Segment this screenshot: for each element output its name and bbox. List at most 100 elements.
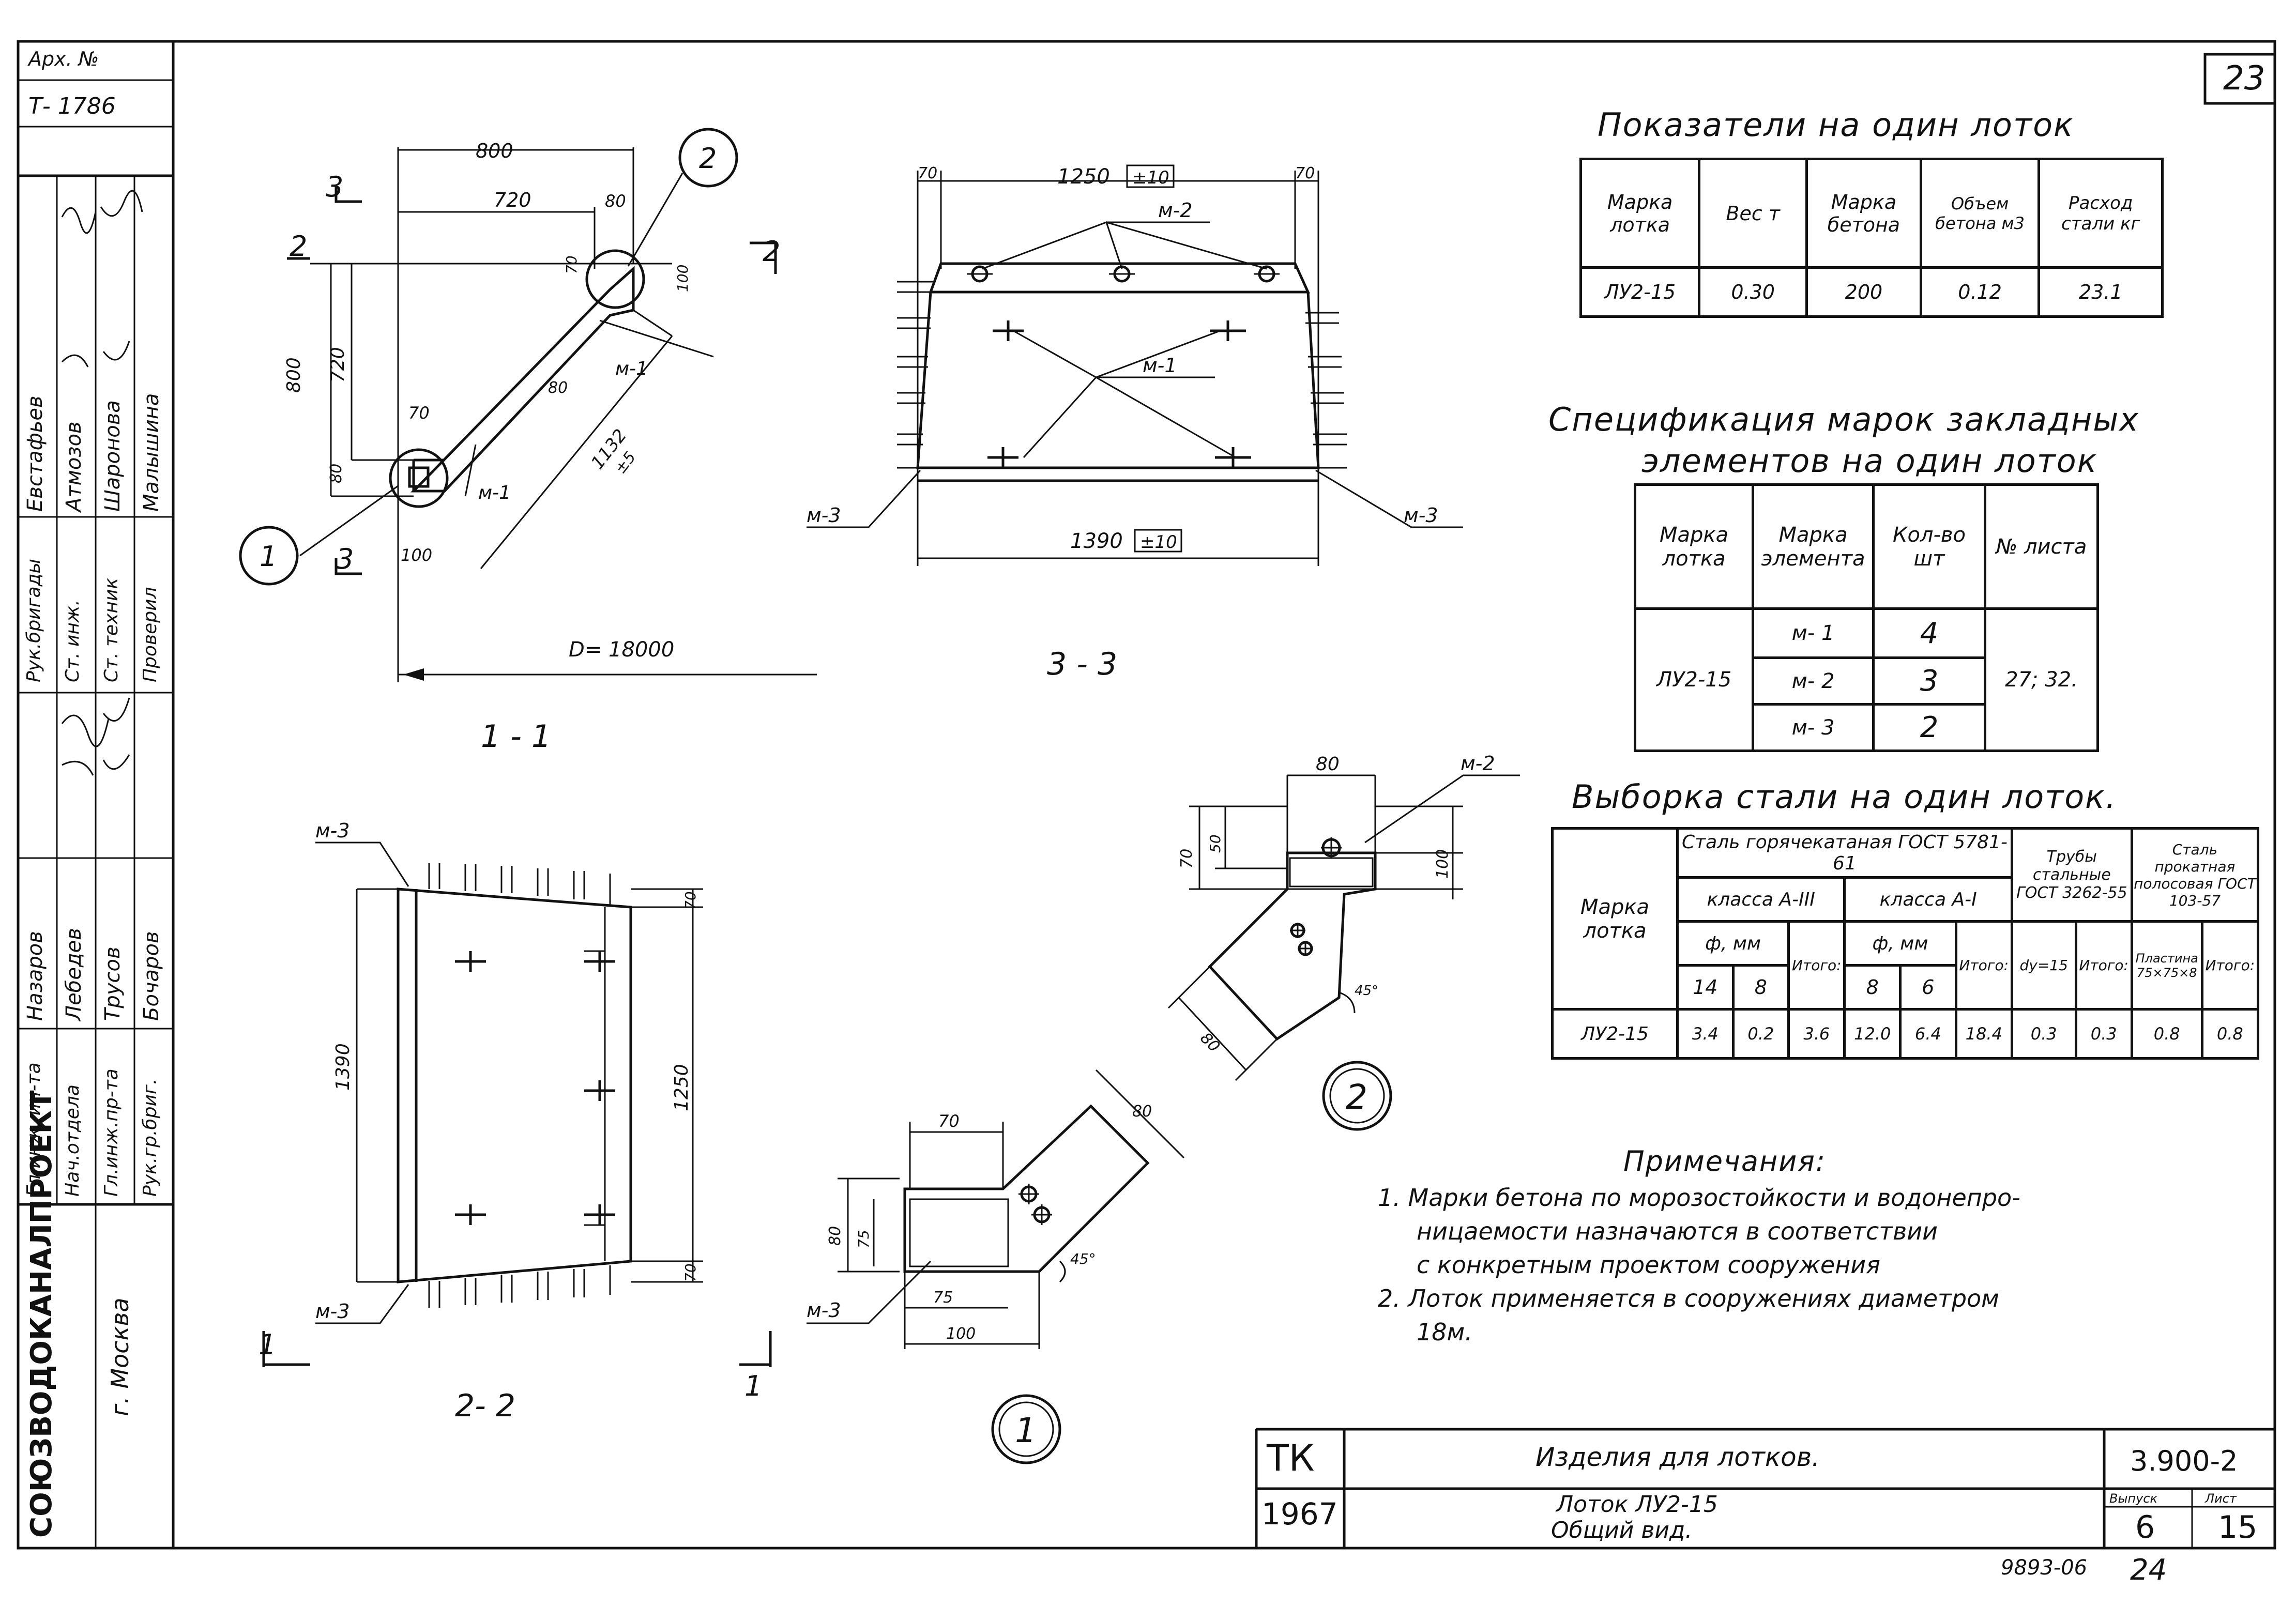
view-1-1-title: 1 - 1	[481, 718, 551, 755]
steel-h-strip: Сталь прокатная полосовая ГОСТ 103-57	[2130, 827, 2260, 923]
cut-mark-2-right: 2	[763, 235, 780, 268]
label-m1-lower: м-1	[478, 482, 511, 503]
spec-el-2: м- 2	[1752, 656, 1875, 706]
dim-800-top: 800	[476, 140, 513, 162]
dim-100-left: 100	[401, 545, 432, 565]
dim-80-d1-vert: 80	[826, 1226, 844, 1246]
dim-D: D= 18000	[569, 638, 674, 662]
dim-80-d2-diag: 80	[1196, 1029, 1223, 1056]
view-3-3-title: 3 - 3	[1047, 646, 1117, 682]
cut-mark-3-bottom: 3	[336, 543, 354, 575]
steel-v-total-1: 18.4	[1954, 1008, 2013, 1060]
dim-80-vert: 80	[327, 464, 345, 483]
sheet-number: 23	[2223, 59, 2265, 98]
spec-h-sheet: № листа	[1983, 483, 2100, 610]
label-m2-33: м-2	[1158, 199, 1193, 222]
callout-2-text: 2	[699, 142, 717, 175]
dim-80-mid: 80	[548, 379, 568, 397]
dim-70-vert: 70	[563, 255, 580, 274]
steel-h-total-strip: Итого:	[2200, 920, 2260, 1011]
detail-2-balloon	[1322, 1061, 1392, 1131]
tb-issue-label: Выпуск	[2109, 1491, 2157, 1506]
spec-sheets: 27; 32.	[1983, 607, 2100, 752]
label-m3-d1: м-3	[807, 1299, 841, 1322]
steel-h-mark: Марка лотка	[1550, 827, 1679, 1011]
callout-1-balloon	[239, 526, 299, 586]
spec-table: Марка лотка Марка элемента Кол-во шт № л…	[1633, 483, 2100, 752]
steel-size-14: 14	[1676, 964, 1735, 1011]
indicators-title: Показатели на один лоток	[1598, 106, 2074, 144]
steel-mark: ЛУ2-15	[1550, 1008, 1679, 1060]
label-m1-upper: м-1	[615, 358, 648, 379]
dim-100-vert: 100	[674, 265, 691, 292]
spec-qty-3: 2	[1872, 703, 1986, 752]
steel-h-phi-3: ф, мм	[1676, 920, 1790, 967]
name-8: Малышина	[140, 393, 163, 512]
spec-h-qty: Кол-во шт	[1872, 483, 1986, 610]
steel-v-14: 3.4	[1676, 1008, 1735, 1060]
steel-h-plate: Пластина 75×75×8	[2130, 920, 2203, 1011]
dim-1390: 1390	[1070, 529, 1123, 553]
steel-h-class3: класса А-III	[1676, 876, 1846, 923]
sheet-number-box	[2203, 53, 2276, 105]
tb-issue: 6	[2135, 1509, 2155, 1546]
ind-h-mark: Марка лотка	[1579, 158, 1701, 269]
steel-table: Марка лотка Сталь горячекатаная ГОСТ 578…	[1550, 827, 2260, 1060]
indicators-table: Марка лотка Вес т Марка бетона Объем бет…	[1579, 158, 2164, 318]
dim-70-top-22: 70	[682, 891, 699, 910]
role-5: Рук.бригады	[23, 559, 44, 682]
steel-size-8b: 8	[1843, 964, 1902, 1011]
steel-v-8: 0.2	[1731, 1008, 1790, 1060]
cut-mark-3-top: 3	[326, 171, 343, 203]
dim-1250: 1250	[1057, 165, 1110, 189]
name-5: Евстафьев	[23, 395, 47, 512]
tb-name2: Лоток ЛУ2-15	[1556, 1491, 1718, 1518]
spec-qty-1: 4	[1872, 607, 1986, 659]
name-4: Бочаров	[140, 931, 163, 1021]
role-3: Гл.инж.пр-та	[101, 1068, 122, 1197]
dim-75-d1: 75	[933, 1289, 953, 1307]
dim-1250-vert: 1250	[671, 1064, 692, 1111]
role-7: Ст. техник	[101, 577, 122, 682]
view-2-2: м-3 м-3 1 1 2- 2 1390 1250 70 70	[259, 819, 772, 1424]
detail-2-callout: 2	[1346, 1077, 1367, 1117]
dim-70-left: 70	[408, 403, 430, 423]
spec-el-3: м- 3	[1752, 703, 1875, 752]
tb-code: ТК	[1267, 1437, 1315, 1479]
steel-v-6: 6.4	[1899, 1008, 1957, 1060]
dim-45-d1: 45°	[1070, 1250, 1096, 1267]
role-1: Гл.инж. ин-та	[23, 1062, 44, 1197]
callout-1-text: 1	[260, 540, 277, 573]
dim-70-left-33: 70	[918, 164, 937, 182]
tb-series: 3.900-2	[2130, 1445, 2238, 1477]
role-2: Нач.отдела	[62, 1084, 83, 1197]
dim-800-vert: 800	[283, 357, 305, 393]
name-2: Лебедев	[62, 928, 86, 1021]
dim-80-d1-diag: 80	[1132, 1103, 1152, 1121]
spec-qty-2: 3	[1872, 656, 1986, 706]
ind-concrete: 200	[1805, 266, 1922, 318]
dim-100-d2-vert: 100	[1434, 849, 1452, 879]
label-m3-left-33: м-3	[807, 504, 841, 527]
steel-h-total-3: Итого:	[1787, 920, 1846, 1011]
steel-h-total-pipes: Итого:	[2074, 920, 2133, 1011]
steel-size-8a: 8	[1731, 964, 1790, 1011]
ind-weight: 0.30	[1698, 266, 1808, 318]
name-6: Атмозов	[62, 421, 86, 512]
cut-mark-2-left: 2	[290, 230, 307, 263]
dim-1250-tol: ±10	[1132, 167, 1169, 188]
dim-720-vert: 720	[327, 347, 348, 383]
view-1-1: 800 720 80 3 3 2 2 2 1 м-1 м-1 70 100 80…	[239, 128, 817, 755]
dim-70-d2-vert: 70	[1178, 849, 1196, 868]
note-line-2: ницаемости назначаются в соответствии	[1417, 1217, 1938, 1245]
steel-size-6: 6	[1899, 964, 1957, 1011]
title-block-lines	[1255, 1428, 2275, 1548]
dim-100-d1: 100	[946, 1325, 976, 1343]
cut-mark-1-right: 1	[744, 1370, 762, 1402]
ind-h-weight: Вес т	[1698, 158, 1808, 269]
tb-name1: Изделия для лотков.	[1535, 1442, 1820, 1472]
dim-70-d1: 70	[938, 1111, 960, 1131]
spec-h-element: Марка элемента	[1752, 483, 1875, 610]
note-line-4: 2. Лоток применяется в сооружениях диаме…	[1378, 1284, 1999, 1312]
arch-label: Арх. №	[28, 48, 99, 70]
